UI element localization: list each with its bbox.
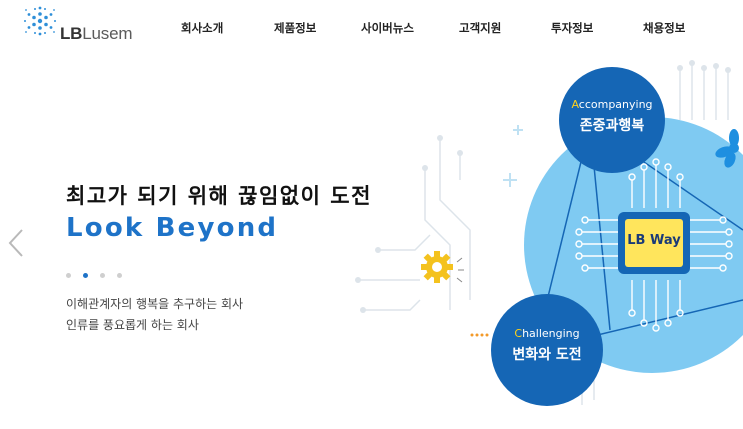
hero-description-line-1: 이해관계자의 행복을 추구하는 회사 [66,297,244,311]
chevron-left-icon[interactable] [6,228,26,258]
slide-dot-3[interactable] [100,273,105,278]
snowflake-logo-icon [24,6,56,36]
lb-way-chip-label: LB Way [627,233,681,248]
accompanying-label: Accompanying [571,98,653,111]
nav-item-support[interactable]: 고객지원 [459,21,502,35]
slide-dot-2[interactable] [83,273,88,278]
nav-item-careers[interactable]: 채용정보 [643,21,686,35]
nav-item-investor[interactable]: 투자정보 [551,21,594,35]
main-nav: 회사소개 제품정보 사이버뉴스 고객지원 투자정보 채용정보 [0,20,743,38]
challenging-label: Challenging [514,327,580,340]
nav-item-products[interactable]: 제품정보 [274,21,317,35]
logo-text: LBLusem [60,24,133,43]
hero-headline: 최고가 되기 위해 끊임없이 도전 [66,184,372,208]
nav-item-company[interactable]: 회사소개 [181,21,224,35]
circuit-illustration-svg [355,60,743,406]
lb-way-illustration: Accompanying 존중과행복 Challenging 변화와 도전 LB… [320,40,743,425]
slide-dot-4[interactable] [117,273,122,278]
respect-happiness-label: 존중과행복 [579,118,645,134]
challenging-bubble: Challenging 변화와 도전 [491,327,603,364]
hero-description-line-2: 인류를 풍요롭게 하는 회사 [66,318,199,332]
nav-item-cyber-news[interactable]: 사이버뉴스 [361,21,414,35]
slide-dot-1[interactable] [66,273,71,278]
logo[interactable]: LBLusem [22,4,142,46]
hero-slogan: Look Beyond [66,213,279,243]
change-challenge-label: 변화와 도전 [512,347,582,363]
accompanying-bubble: Accompanying 존중과행복 [559,98,665,135]
